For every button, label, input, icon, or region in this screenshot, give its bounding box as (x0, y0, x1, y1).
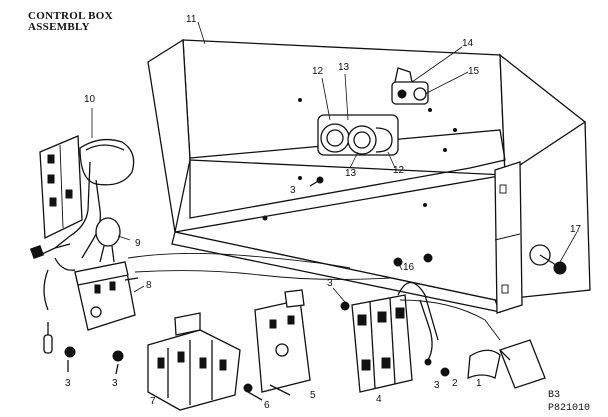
callout-9: 9 (135, 238, 141, 249)
harness-wire (54, 257, 76, 271)
bracket-slot-2 (501, 284, 509, 294)
callout-3: 3 (434, 380, 440, 391)
callout-8: 8 (146, 280, 152, 291)
screw-3c (64, 346, 76, 358)
callout-5: 5 (310, 390, 316, 401)
indicator-lamps (317, 114, 399, 156)
capacitor (95, 217, 121, 247)
relay-coil (79, 138, 135, 186)
terminal-block (147, 312, 241, 411)
switch-knob (413, 87, 427, 101)
housing-front-opening (189, 129, 506, 219)
screwdriver-icon (43, 322, 53, 354)
wire-run (134, 270, 391, 280)
harness-connector (29, 244, 45, 260)
wire-run (127, 252, 351, 269)
relay-terminal (65, 189, 73, 199)
harness-wire (43, 269, 49, 311)
hole (298, 98, 302, 102)
switch-relay-5 (254, 289, 311, 396)
hole (298, 176, 302, 180)
hole (423, 203, 427, 207)
relay-lead (54, 161, 91, 249)
hole (428, 108, 432, 112)
switch-nut (397, 89, 407, 99)
diagram-code-b3: B3 (548, 390, 561, 401)
relay-assembly (39, 135, 135, 259)
screw-3b (340, 301, 350, 311)
hole (443, 148, 447, 152)
relay-terminal (47, 154, 55, 164)
side-knob-cap (553, 261, 567, 275)
timer-module (74, 261, 139, 331)
callout-15: 15 (468, 66, 480, 77)
relay-terminal (49, 197, 57, 207)
lamp-right-lens (353, 131, 371, 149)
relay-frame (39, 135, 83, 240)
top-switch (391, 67, 429, 105)
harness-wire (39, 243, 71, 256)
diagram-title-line-2: ASSEMBLY (28, 21, 90, 33)
bracket-slot-1 (499, 184, 507, 194)
lamp-left (320, 123, 350, 153)
lamp-right (347, 125, 377, 155)
bracket-crease (494, 233, 521, 241)
contactor (351, 281, 439, 393)
callout-3: 3 (65, 378, 71, 389)
timer-dial (90, 306, 102, 318)
callout-7: 7 (150, 396, 156, 407)
switch-relay-body (254, 299, 311, 393)
control-box-housing (147, 38, 591, 314)
diagram-part-code: P821010 (548, 403, 591, 414)
wire-run (399, 299, 501, 341)
callout-6: 6 (264, 400, 270, 411)
callout-12: 12 (312, 66, 324, 77)
contactor-lead (419, 299, 433, 361)
callout-3: 3 (112, 378, 118, 389)
callout-16: 16 (403, 262, 415, 273)
screws-bottom-left (64, 346, 124, 375)
callout-10: 10 (84, 94, 96, 105)
callout-14: 14 (462, 38, 474, 49)
callout-13: 13 (345, 168, 357, 179)
right-mounting-bracket (494, 161, 523, 314)
lamp-body (375, 127, 393, 153)
relay-lead (81, 179, 102, 259)
callout-17: 17 (570, 224, 582, 235)
diagram-title-line-1: CONTROL BOX (28, 10, 113, 22)
small-relay-1 (499, 339, 546, 389)
callout-12: 12 (393, 165, 405, 176)
leader-lines (91, 21, 578, 303)
screw-3e (440, 367, 450, 377)
screw-6 (243, 383, 263, 401)
callout-11: 11 (186, 14, 197, 25)
screw-3d (112, 350, 124, 362)
housing-left-flange (147, 38, 191, 233)
callout-4: 4 (376, 394, 382, 405)
callout-3: 3 (327, 278, 333, 289)
hole (453, 128, 457, 132)
lamp-left-lens (326, 129, 344, 147)
contactor-lead (397, 281, 439, 341)
callout-2: 2 (452, 378, 458, 389)
screw-16 (393, 253, 433, 267)
bracket-2 (467, 349, 501, 380)
screw-3a (309, 176, 324, 187)
hole (262, 215, 268, 221)
callout-13: 13 (338, 62, 350, 73)
callout-3: 3 (290, 185, 296, 196)
side-knob (529, 244, 567, 275)
relay-terminal (47, 174, 55, 184)
wire-harness (29, 217, 121, 311)
callout-1: 1 (476, 378, 482, 389)
switch-lever (394, 67, 413, 83)
small-relay-body (499, 339, 546, 389)
